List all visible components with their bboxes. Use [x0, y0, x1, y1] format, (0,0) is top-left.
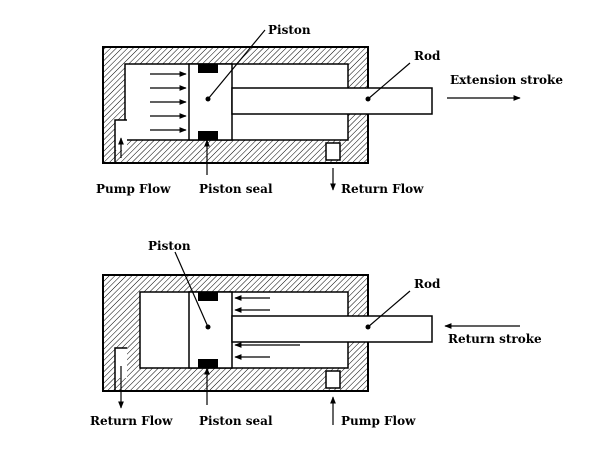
return-port-wall [114, 347, 127, 391]
piston-leader [174, 251, 209, 328]
piston-seal-label: Piston seal [199, 182, 273, 196]
pump-flow-label: Pump Flow [96, 182, 171, 196]
pump-flow-label: Pump Flow [341, 414, 416, 428]
fluid-pressure-arrows [234, 295, 300, 360]
return-port [115, 348, 127, 378]
fluid-pressure-arrows [150, 71, 187, 133]
piston-seal-lower [198, 131, 218, 140]
rod-leader [367, 290, 411, 328]
piston-leader [207, 29, 266, 100]
piston [188, 291, 233, 369]
piston-rod [231, 315, 433, 343]
return-stroke-label: Return stroke [448, 332, 542, 346]
piston-seal-lower [198, 359, 218, 368]
return-flow-label: Return Flow [90, 414, 173, 428]
return-port [325, 142, 341, 161]
rod-leader [367, 62, 411, 100]
piston [188, 63, 233, 141]
return-stroke-cylinder: Piston Rod Return stroke Return Flow Pis… [90, 239, 542, 428]
piston-label: Piston [268, 23, 311, 37]
extension-stroke-cylinder: Piston Rod Extension stroke Pump Flow Pi… [96, 23, 563, 196]
piston-seal-upper [198, 64, 218, 73]
extension-stroke-label: Extension stroke [450, 73, 563, 87]
piston-label: Piston [148, 239, 191, 253]
rod-label: Rod [414, 277, 441, 291]
pump-port [115, 120, 127, 150]
piston-rod [231, 87, 433, 115]
piston-seal-label: Piston seal [199, 414, 273, 428]
pump-port [325, 370, 341, 389]
piston-seal-upper [198, 292, 218, 301]
return-flow-label: Return Flow [341, 182, 424, 196]
pump-port-wall [114, 119, 127, 163]
rod-label: Rod [414, 49, 441, 63]
